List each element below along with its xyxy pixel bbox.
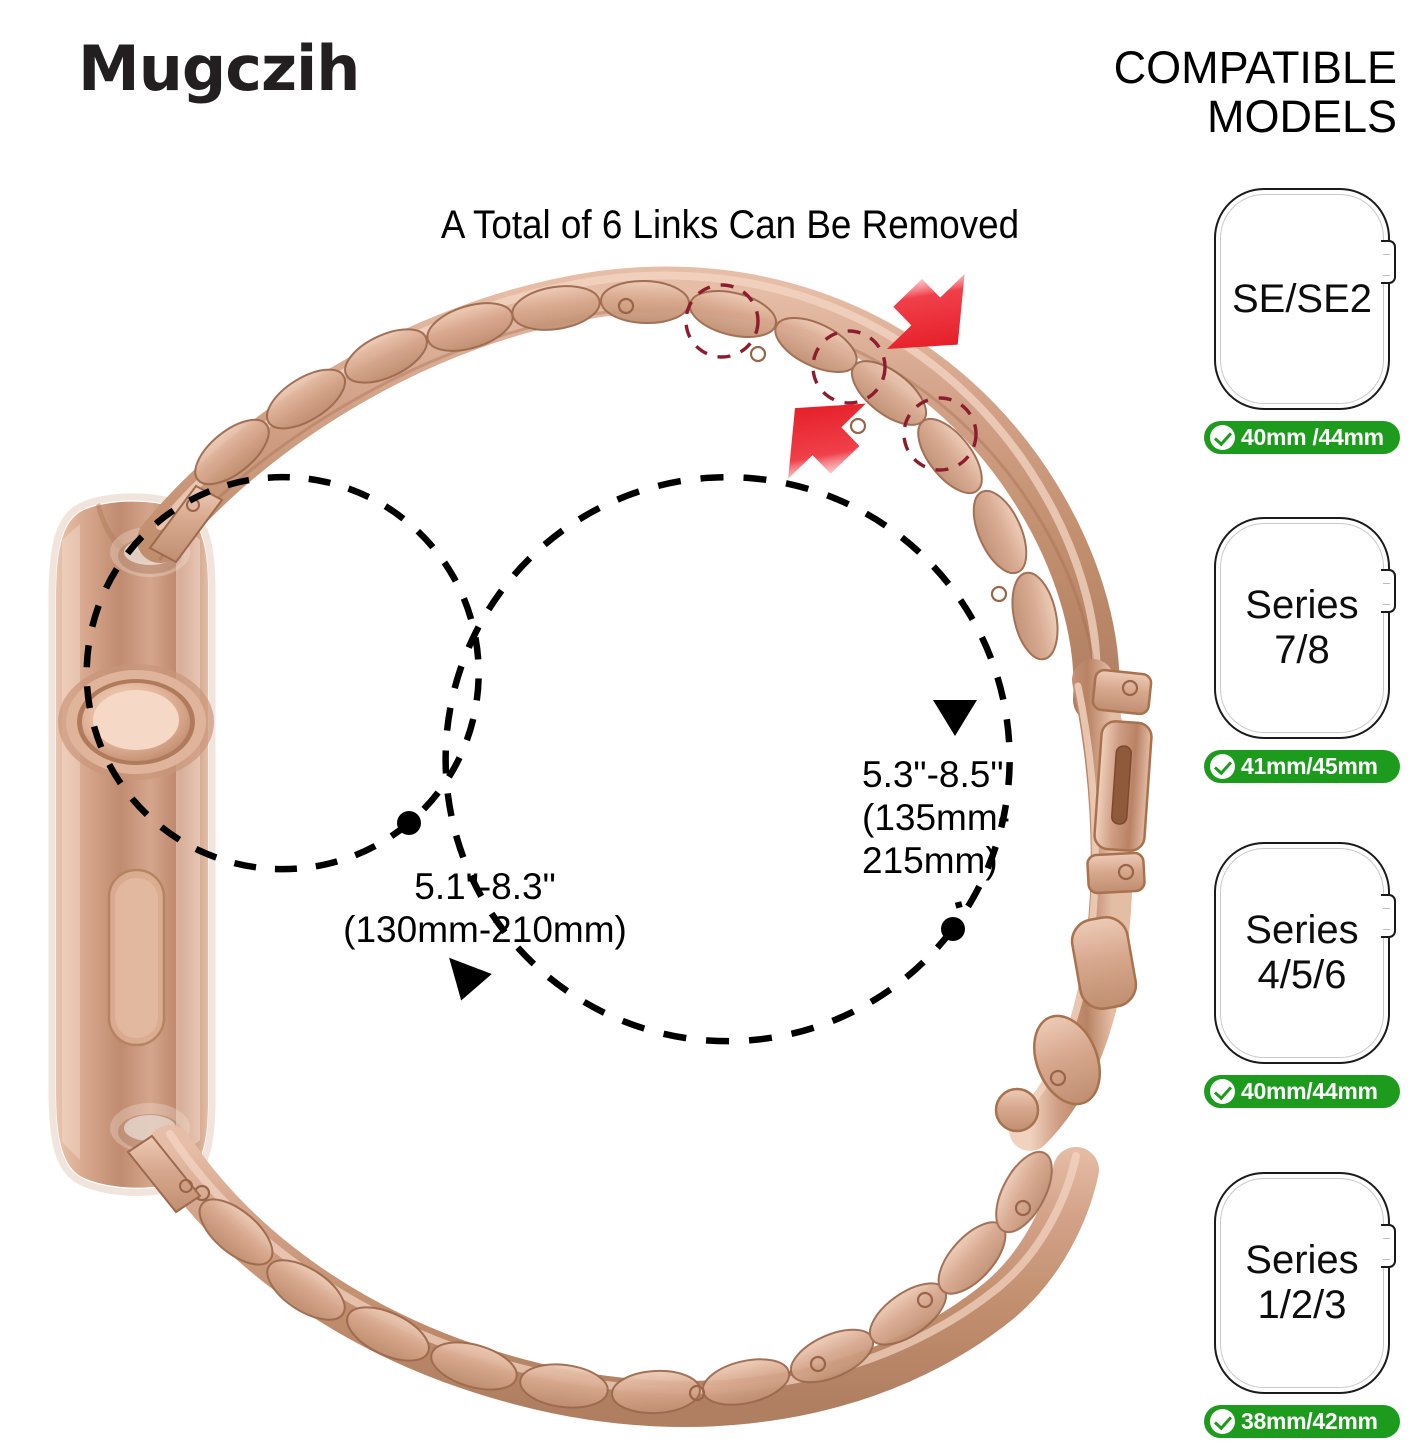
model-card-series-4-5-6[interactable]: Series 4/5/6 40mm/44mm — [1196, 842, 1408, 1108]
watch-crown-icon — [1381, 240, 1396, 284]
inner-measurement-inches: 5.1"-8.3" — [414, 866, 556, 907]
outer-measurement-inches: 5.3"-8.5" — [862, 754, 1004, 795]
removable-link-marker-2 — [811, 329, 887, 405]
inner-measurement-mm: (130mm-210mm) — [343, 908, 627, 950]
digital-crown — [58, 664, 214, 780]
size-badge-label: 40mm /44mm — [1241, 424, 1384, 450]
watch-crown-icon — [1381, 894, 1396, 938]
red-arrow-upper — [886, 274, 965, 350]
removable-link-marker-1 — [684, 283, 760, 359]
measurement-inner-start-dot — [397, 811, 421, 835]
red-arrow-lower — [788, 403, 866, 479]
brand-logo: Mugczih — [78, 32, 360, 105]
watch-bezel-icon — [1220, 523, 1384, 733]
size-badge-label: 38mm/42mm — [1241, 1408, 1378, 1434]
size-badge-label: 40mm/44mm — [1241, 1078, 1378, 1104]
size-badge-label: 41mm/45mm — [1241, 753, 1378, 779]
outer-measurement-mm-line1: (135mm- — [862, 796, 1011, 838]
outer-measurement-mm-line2: 215mm) — [862, 839, 998, 881]
compatible-models-heading: COMPATIBLE MODELS — [1037, 42, 1397, 142]
model-name: Series 4/5/6 — [1245, 908, 1359, 997]
removable-link-marker-3 — [902, 396, 978, 472]
watch-icon: SE/SE2 — [1208, 188, 1396, 410]
band-links-upper — [194, 279, 1059, 661]
measurement-outer-start-dot — [941, 917, 965, 941]
measurement-circle-outer — [442, 473, 1013, 1045]
model-card-series-7-8[interactable]: Series 7/8 41mm/45mm — [1196, 517, 1408, 783]
check-icon — [1210, 754, 1235, 779]
watch-bezel-icon — [1220, 194, 1384, 404]
watch-icon: Series 4/5/6 — [1208, 842, 1396, 1064]
check-icon — [1210, 1409, 1235, 1434]
measurement-inner-arrowhead — [449, 957, 492, 1001]
size-badge: 40mm /44mm — [1204, 421, 1400, 454]
watch-bezel-icon — [1220, 1178, 1384, 1388]
band-lower-arc — [126, 1125, 1099, 1427]
size-badge: 40mm/44mm — [1204, 1075, 1400, 1108]
check-icon — [1210, 425, 1235, 450]
compatible-models-heading-line2: MODELS — [1206, 90, 1397, 142]
watch-case-profile — [48, 493, 216, 1196]
size-badge: 41mm/45mm — [1204, 750, 1400, 783]
watch-icon: Series 1/2/3 — [1208, 1172, 1396, 1394]
model-card-se[interactable]: SE/SE2 40mm /44mm — [1196, 188, 1408, 454]
links-removable-headline: A Total of 6 Links Can Be Removed — [440, 203, 1020, 247]
measurement-outer-arrowhead — [933, 700, 977, 736]
check-icon — [1210, 1079, 1235, 1104]
model-card-series-1-2-3[interactable]: Series 1/2/3 38mm/42mm — [1196, 1172, 1408, 1438]
watch-crown-icon — [1381, 1224, 1396, 1268]
inner-measurement-label: 5.1"-8.3" (130mm-210mm) — [300, 866, 670, 952]
compatible-models-heading-line1: COMPATIBLE — [1113, 42, 1397, 93]
band-clasp — [994, 659, 1153, 1151]
removable-link-markers — [684, 283, 978, 472]
measurement-circle-inner — [83, 473, 492, 1001]
band-links-lower — [198, 1150, 1053, 1415]
watch-band-illustration — [48, 266, 1153, 1427]
model-name: Series 7/8 — [1245, 583, 1359, 672]
outer-measurement-label: 5.3"-8.5" (135mm- 215mm) — [862, 754, 1092, 883]
band-upper-arc — [137, 266, 1120, 723]
model-name: SE/SE2 — [1231, 276, 1373, 321]
size-badge: 38mm/42mm — [1204, 1405, 1400, 1438]
watch-icon: Series 7/8 — [1208, 517, 1396, 739]
model-name: Series 1/2/3 — [1245, 1238, 1359, 1327]
watch-bezel-icon — [1220, 848, 1384, 1058]
watch-crown-icon — [1381, 569, 1396, 613]
band-pins-upper — [617, 297, 1008, 603]
